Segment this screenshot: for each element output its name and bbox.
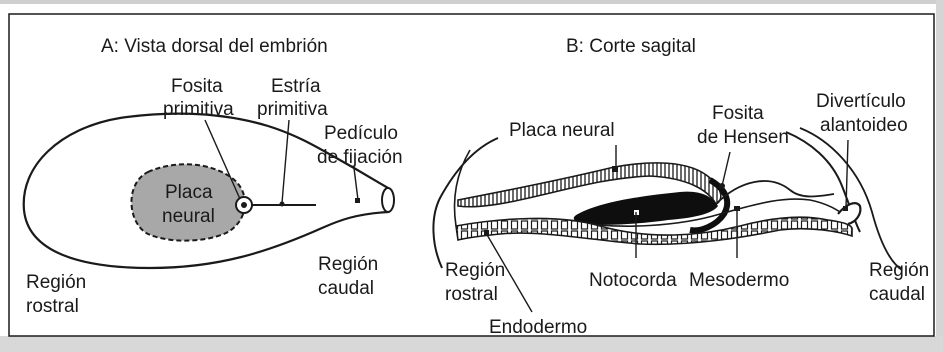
label-estria-primitiva-2: primitiva: [257, 99, 328, 120]
label-mesodermo: Mesodermo: [689, 270, 789, 291]
label-region-rostral-a-1: Región: [26, 272, 86, 293]
label-region-caudal-b-1: Región: [869, 260, 929, 281]
label-placa-neural-b: Placa neural: [509, 120, 615, 141]
page-bleed-right: [936, 0, 943, 352]
label-fosita-primitiva-1: Fosita: [171, 76, 223, 97]
panel-b-title: B: Corte sagital: [566, 36, 696, 57]
label-fosita-hensen-1: Fosita: [712, 103, 764, 124]
panel-a-title: A: Vista dorsal del embrión: [101, 36, 328, 57]
label-placa-neural-2: neural: [162, 206, 215, 227]
label-region-rostral-b-1: Región: [445, 260, 505, 281]
label-estria-primitiva-1: Estría: [271, 76, 321, 97]
label-notocorda: Notocorda: [589, 270, 677, 291]
connecting-stalk-end: [382, 188, 394, 212]
page-bleed-top: [0, 0, 943, 4]
label-region-rostral-b-2: rostral: [445, 284, 498, 305]
page-bleed-bottom: [0, 336, 943, 352]
marker-pediculo: [355, 198, 360, 203]
primitive-pit-center: [241, 202, 247, 208]
marker-placa-neural-b: [612, 166, 618, 172]
label-region-caudal-a-2: caudal: [318, 278, 374, 299]
marker-estria: [280, 202, 285, 207]
label-diverticulo-2: alantoideo: [820, 115, 908, 136]
label-placa-neural-1: Placa: [165, 182, 213, 203]
label-endodermo: Endodermo: [489, 317, 587, 338]
label-fosita-hensen-2: de Hensen: [697, 127, 789, 148]
label-region-caudal-a-1: Región: [318, 254, 378, 275]
label-pediculo-1: Pedículo: [324, 123, 398, 144]
label-region-rostral-a-2: rostral: [26, 296, 79, 317]
label-pediculo-2: de fijación: [317, 147, 403, 168]
label-fosita-primitiva-2: primitiva: [163, 99, 234, 120]
label-region-caudal-b-2: caudal: [869, 284, 925, 305]
label-diverticulo-1: Divertículo: [816, 91, 906, 112]
